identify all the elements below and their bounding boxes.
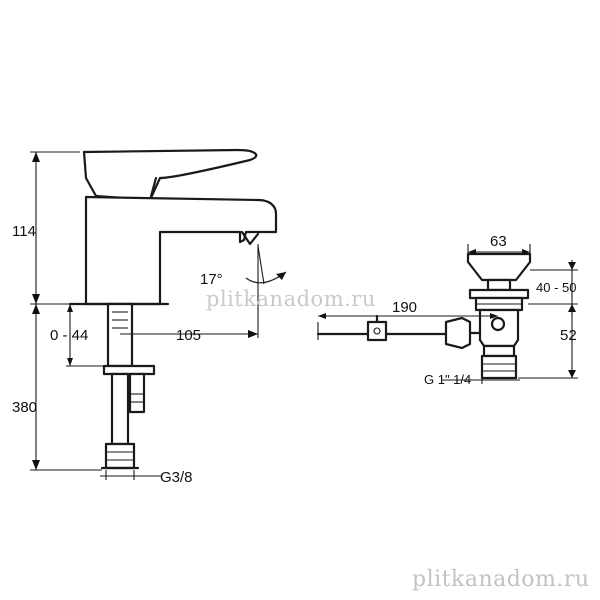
dim-g38: G3/8	[160, 469, 193, 486]
waste-plug-stem	[486, 278, 512, 292]
faucet-dimensions: 114 380 0 - 44 105 17° G3/8	[12, 151, 287, 486]
dim-g114: G 1" 1/4	[424, 372, 471, 387]
faucet-drawing	[68, 148, 278, 470]
dim-angle: 17°	[200, 271, 223, 288]
watermark-corner: plitkanadom.ru	[412, 567, 590, 592]
watermark-center: plitkanadom.ru	[206, 287, 376, 311]
flex-hose-1	[110, 372, 130, 446]
spout-outlet	[240, 230, 260, 246]
dim-105: 105	[176, 327, 201, 344]
flex-hose-2	[128, 372, 146, 414]
waste-flange	[468, 288, 530, 300]
waste-drawing	[316, 252, 532, 380]
faucet-body	[84, 195, 278, 306]
handle-shade	[148, 176, 158, 202]
dim-380: 380	[12, 399, 37, 416]
rod-clip	[366, 320, 388, 342]
mount-shank	[106, 302, 134, 368]
dim-114: 114	[12, 223, 36, 240]
waste-plug-cap	[466, 252, 532, 282]
dim-52: 52	[560, 327, 577, 344]
waste-dimensions: 63 40 - 50 52 190 G 1" 1/4	[317, 233, 578, 387]
dim-63: 63	[490, 233, 507, 250]
faucet-handle	[82, 148, 258, 202]
dim-40-50: 40 - 50	[536, 280, 576, 295]
waste-outlet	[480, 354, 518, 380]
supply-connector	[104, 442, 136, 470]
dim-0-44: 0 - 44	[50, 327, 88, 344]
pivot-nut	[444, 316, 472, 350]
waste-tail	[482, 344, 516, 358]
dim-190: 190	[392, 299, 417, 316]
fixing-nut	[102, 364, 156, 376]
waste-pivot	[490, 316, 506, 332]
